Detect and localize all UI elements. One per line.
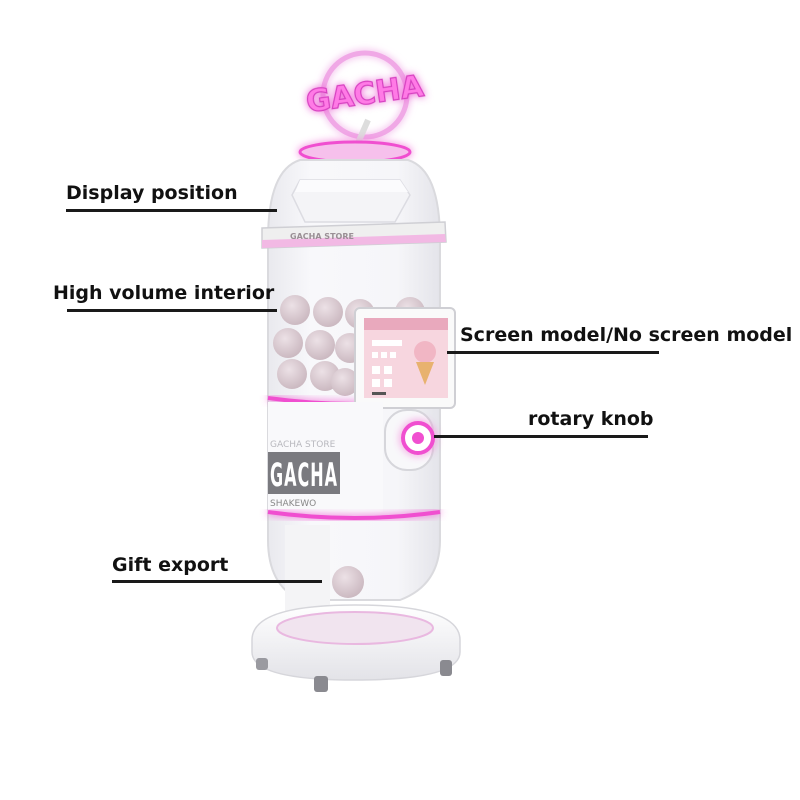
brand-panel: GACHA STORE GACHA SHAKEWO [268,402,383,512]
svg-text:SHAKEWO: SHAKEWO [270,499,316,509]
callout-label-screen-model: Screen model/No screen model [460,324,793,346]
upper-ring: GACHA STORE [261,221,447,249]
callout-line-high-volume-interior [67,309,277,312]
svg-text:GACHA: GACHA [270,456,338,494]
gift-export [285,525,364,620]
rotary-knob[interactable] [384,409,435,471]
ring-label: GACHA STORE [290,232,354,241]
callout-label-high-volume-interior: High volume interior [53,282,275,304]
machine-base [251,604,461,692]
svg-text:GACHA STORE: GACHA STORE [270,440,336,450]
callout-line-gift-export [112,580,322,583]
callout-label-display-position: Display position [66,182,238,204]
callout-line-display-position [66,209,277,212]
screen-module [354,307,456,409]
display-box [291,179,411,223]
sign-text: GACHA [304,69,427,120]
callout-label-gift-export: Gift export [112,554,229,576]
callout-line-rotary-knob [434,435,648,438]
callout-line-screen-model [447,351,659,354]
neon-sign: GACHA [303,50,427,152]
lower-ring [267,510,441,520]
callout-label-rotary-knob: rotary knob [528,408,654,430]
